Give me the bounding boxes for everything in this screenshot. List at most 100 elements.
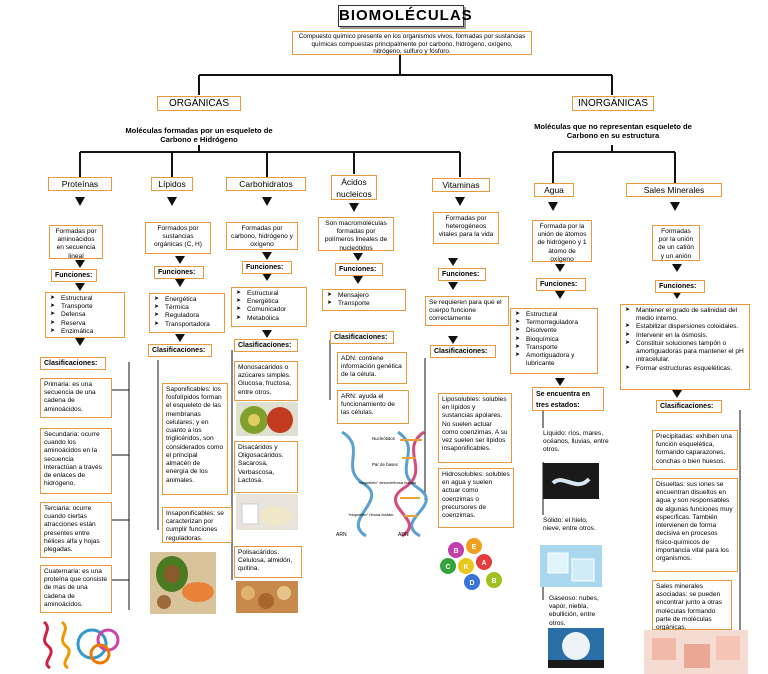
proteinas-funciones-label: Funciones:	[51, 269, 97, 282]
list-item: Enzimática	[50, 328, 121, 336]
vitaminas-funciones-text: Se requieren para que el cuerpo funcione…	[425, 296, 509, 326]
dna-rna-diagram: Nucleótidos Par de bases "esqueleto" des…	[336, 430, 428, 538]
dna-label-adn: ADN	[398, 532, 409, 538]
sales-definition: Formadas por la unión de un catión y un …	[652, 225, 700, 261]
vitaminas-clasif-liposolubles: Liposolubles: solubles en lípidos y sust…	[438, 393, 512, 463]
polysaccharide-food-image	[236, 581, 298, 613]
proteinas-clasif-terciaria: Terciaria: ocurre cuando ciertas atracci…	[40, 502, 112, 558]
list-item: Energética	[236, 298, 303, 306]
list-item: Estructural	[236, 290, 303, 298]
acidos-funciones-list: Mensajero Transporte	[322, 289, 406, 311]
agua-estado-solido: Sólido: el hielo, nieve, entre otros.	[540, 515, 600, 545]
carbohidratos-clasif-poli: Polisacáridos. Celulosa, almidón, quitin…	[234, 546, 302, 578]
list-item: Estructural	[515, 311, 594, 319]
category-agua: Agua	[534, 183, 574, 197]
list-item: Estabilizar dispersiones coloidales.	[625, 323, 746, 331]
vitaminas-definition: Formadas por heterogéneos vitales para l…	[433, 212, 499, 244]
list-item: Comunicador	[236, 306, 303, 314]
lipidos-definition: Formados por sustancias orgánicas (C, H)	[145, 222, 211, 254]
vitamin-letter: B	[453, 548, 458, 555]
water-liquid-image	[543, 463, 599, 499]
vitaminas-funciones-label: Funciones:	[438, 268, 486, 281]
dna-label-arn: ARN	[336, 532, 347, 538]
acidos-clasif-arn: ARN: ayuda el funcionamiento de las célu…	[337, 390, 409, 424]
lipidos-funciones-label: Funciones:	[154, 266, 204, 279]
intro-definition: Compuesto químico presente en los organi…	[292, 31, 532, 55]
carbohidratos-clasif-di: Disacáridos y Oligosacáridos. Sacarosa, …	[234, 441, 298, 493]
list-item: Mensajero	[327, 292, 402, 300]
dna-label-esqueleto-arn: "esqueleto" ribosa-fosfato	[348, 512, 394, 517]
list-item: Transporte	[327, 300, 402, 308]
vitamin-letter: B	[491, 578, 496, 585]
sales-funciones-label: Funciones:	[655, 280, 705, 293]
proteinas-funciones-list: Estructural Transporte Defensa Reserva E…	[45, 292, 125, 338]
lactose-food-image	[236, 494, 298, 530]
list-item: Metabólica	[236, 315, 303, 323]
dna-label-nucleotidos: Nucleótidos	[372, 436, 396, 441]
sales-clasif-disueltas: Disueltas: sus iones se encuentran disue…	[652, 478, 738, 572]
dna-label-pares: Par de bases	[372, 462, 399, 467]
agua-estado-liquido: Líquido: ríos, mares, océanos, lluvias, …	[540, 428, 618, 462]
vitamins-image: B E C K A D B	[440, 538, 502, 590]
inorganicas-heading: INORGÁNICAS	[572, 96, 654, 111]
list-item: Intervenir en la ósmosis.	[625, 332, 746, 340]
agua-funciones-label: Funciones:	[536, 278, 586, 291]
proteinas-clasif-label: Clasificaciones:	[40, 357, 106, 370]
salt-crystals-image	[644, 630, 748, 674]
carbohidratos-funciones-label: Funciones:	[242, 261, 292, 274]
carbohidratos-clasif-label: Clasificaciones:	[234, 339, 298, 352]
category-sales-minerales: Sales Minerales	[626, 183, 722, 197]
list-item: Termorreguladora	[515, 319, 594, 327]
proteinas-clasif-secundaria: Secundaria: ocurre cuando los aminoácido…	[40, 428, 112, 494]
vitamin-letter: C	[445, 564, 450, 571]
acidos-funciones-label: Funciones:	[335, 263, 383, 276]
proteinas-definition: Formadas por aminoácidos en secuencia li…	[49, 225, 103, 260]
carbohidratos-clasif-mono: Monosacáridos o azúcares simples. Glucos…	[234, 361, 298, 401]
dna-label-esqueleto-adn: "esqueleto" desoxirribosa fosfato	[358, 480, 417, 485]
protein-structure-illustration	[42, 620, 120, 670]
proteinas-clasif-cuaternaria: Cuaternaria: es una proteína que consist…	[40, 565, 112, 613]
list-item: Defensa	[50, 311, 121, 319]
steam-image	[548, 628, 604, 668]
list-item: Constituir soluciones tampón o amortigua…	[625, 340, 746, 365]
organicas-description: Moléculas formadas por un esqueleto de C…	[125, 126, 273, 144]
vitaminas-clasif-label: Clasificaciones:	[430, 345, 496, 358]
lipidos-clasif-insaponificables: Insaponificables: se caracterizan por cu…	[162, 507, 232, 543]
organicas-heading: ORGÁNICAS	[157, 96, 241, 111]
fruit-image	[236, 402, 298, 436]
sales-clasif-precipitadas: Precipitadas: exhiben una función esquel…	[652, 430, 738, 470]
vitaminas-clasif-hidrosolubles: Hidrosolubles: solubles en agua y suelen…	[438, 468, 514, 528]
vitamin-letter: K	[463, 564, 468, 571]
list-item: Transportadora	[154, 321, 221, 329]
list-item: Estructural	[50, 295, 121, 303]
list-item: Formar estructuras esqueléticas.	[625, 365, 746, 373]
proteinas-clasif-primaria: Primaria: es una secuencia de una cadena…	[40, 378, 112, 418]
inorganicas-description: Moléculas que no representan esqueleto d…	[534, 122, 692, 140]
lipidos-clasif-label: Clasificaciones:	[148, 344, 212, 357]
list-item: Amortiguadora y lubricante	[515, 352, 594, 368]
carbohidratos-funciones-list: Estructural Energética Comunicador Metab…	[231, 287, 307, 327]
acidos-clasif-adn: ADN: contiene información genética de la…	[337, 352, 407, 384]
sales-clasif-label: Clasificaciones:	[656, 400, 722, 413]
acidos-definition: Son macromoléculas formadas por polímero…	[318, 217, 394, 252]
list-item: Reserva	[50, 320, 121, 328]
agua-definition: Formada por la unión de átomos de hidróg…	[532, 220, 592, 263]
page-title: BIOMOLÉCULAS	[338, 5, 472, 27]
ice-image	[540, 545, 602, 587]
list-item: Disolvente	[515, 327, 594, 335]
category-acidos-nucleicos: Ácidos nucleicos	[331, 175, 377, 200]
agua-estados-label: Se encuentra en tres estados:	[532, 387, 604, 411]
list-item: Bioquímica	[515, 336, 594, 344]
vitamin-letter: E	[472, 544, 477, 551]
category-proteinas: Proteínas	[48, 177, 112, 191]
category-lipidos: Lípidos	[151, 177, 193, 191]
list-item: Transporte	[50, 303, 121, 311]
sales-clasif-asociadas: Sales minerales asociadas: se pueden enc…	[652, 580, 732, 631]
vitamin-letter: A	[481, 560, 486, 567]
acidos-clasif-label: Clasificaciones:	[330, 331, 394, 344]
lipidos-clasif-saponificables: Saponificables: los fosfolípidos forman …	[162, 383, 228, 495]
list-item: Energética	[154, 296, 221, 304]
agua-funciones-list: Estructural Termorreguladora Disolvente …	[510, 308, 598, 374]
agua-estado-gaseoso: Gaseoso: nubes, vapor, niebla, ebullició…	[546, 593, 606, 631]
